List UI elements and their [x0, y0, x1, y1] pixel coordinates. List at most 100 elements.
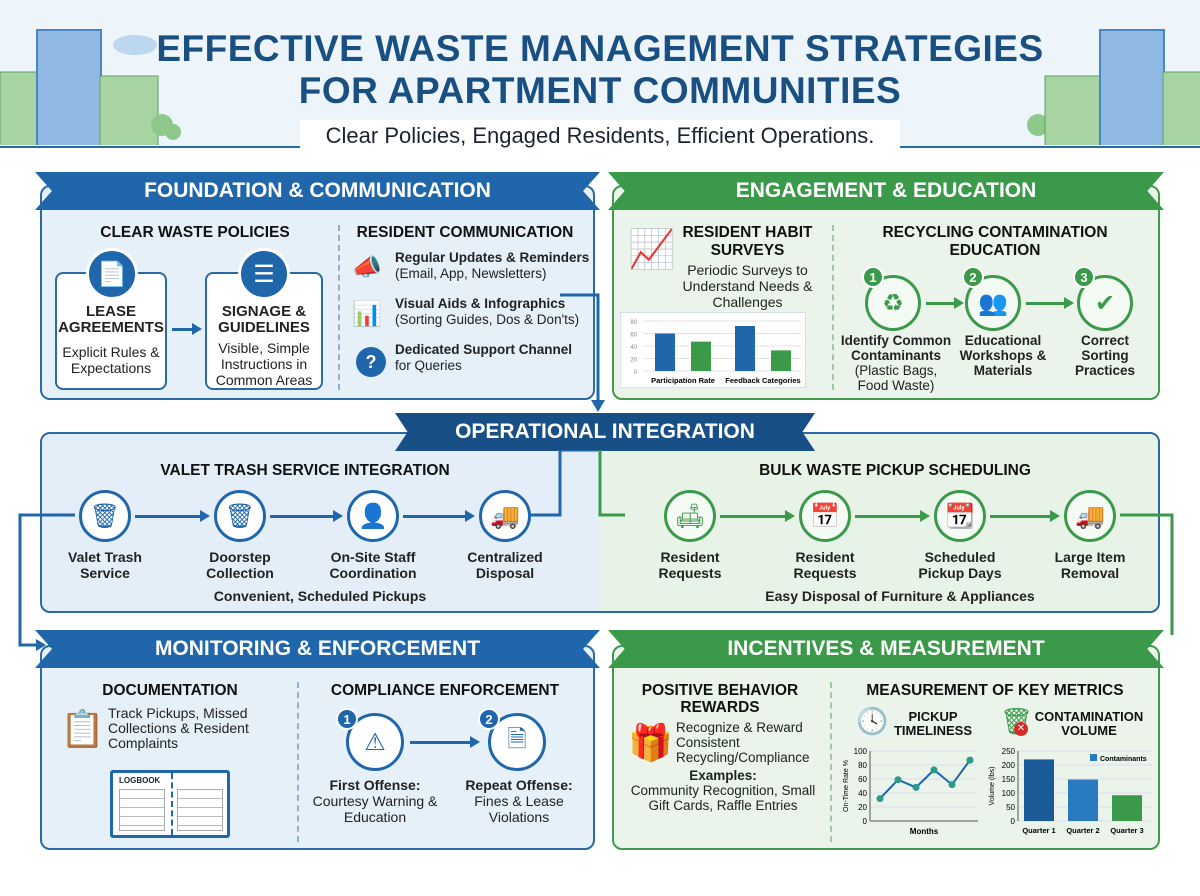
flow-arrow	[1026, 297, 1074, 309]
calendar-icon: 📆	[934, 490, 986, 542]
compliance-step-2: Repeat Offense: Fines & Lease Violations	[450, 777, 588, 825]
step-label: Correct Sorting Practices	[1074, 333, 1136, 378]
bar	[1024, 759, 1054, 821]
data-point	[930, 766, 938, 774]
contamination-volume-heading: CONTAMINATION VOLUME	[1034, 709, 1144, 738]
lease-agreements-card: LEASE AGREEMENTS Explicit Rules & Expect…	[55, 272, 167, 390]
incentives-title: INCENTIVES & MEASUREMENT	[608, 630, 1164, 668]
logbook-label: LOGBOOK	[119, 776, 161, 785]
documentation-desc: Track Pickups, Missed Collections & Resi…	[108, 705, 249, 751]
bulk-step-label: Scheduled Pickup Days	[918, 549, 1002, 581]
clock-icon: 🕓	[856, 706, 889, 736]
series-line	[879, 759, 971, 800]
compliance-step-desc: Courtesy Warning & Education	[312, 793, 438, 825]
compliance-heading: COMPLIANCE ENFORCEMENT	[330, 682, 560, 699]
y-tick-label: 40	[858, 789, 867, 798]
step-number: 2	[478, 708, 500, 730]
y-tick-label: 0	[634, 370, 638, 376]
metrics-heading: MEASUREMENT OF KEY METRICS	[866, 682, 1124, 699]
step-number: 2	[962, 266, 984, 288]
bar	[655, 333, 675, 371]
valet-step-label: Valet Trash Service	[68, 549, 142, 581]
timeliness-heading: PICKUP TIMELINESS	[893, 709, 972, 738]
comm-item-2: Visual Aids & Infographics(Sorting Guide…	[395, 296, 593, 328]
flow-arrow	[926, 297, 964, 309]
y-tick-label: 100	[1002, 789, 1016, 798]
megaphone-icon: 📣	[352, 254, 382, 281]
y-tick-label: 60	[858, 775, 867, 784]
flow-arrow	[855, 510, 930, 522]
monitoring-title: MONITORING & ENFORCEMENT	[35, 630, 600, 668]
rewards-block: Recognize & Reward Consistent Recycling/…	[620, 720, 826, 813]
document-icon: 📄	[86, 248, 138, 300]
valet-step-label: Doorstep Collection	[206, 549, 274, 581]
y-tick-label: 100	[854, 747, 868, 756]
y-tick-label: 200	[1002, 761, 1016, 770]
step-desc: (Plastic Bags, Food Waste)	[854, 363, 938, 393]
logbook-spine	[171, 773, 173, 835]
doorstep-bin-icon: 🗑	[214, 490, 266, 542]
valet-step-label: On-Site Staff Coordination	[329, 549, 417, 581]
legend-label: Contaminants	[1100, 756, 1147, 763]
sign-icon: ☰	[238, 248, 290, 300]
logbook-table	[177, 789, 223, 831]
connector-arrow	[560, 293, 605, 412]
trash-bin-icon: 🗑	[79, 490, 131, 542]
valet-step-label: Centralized Disposal	[467, 549, 543, 581]
sofa-icon: 🛋	[664, 490, 716, 542]
flow-arrow	[990, 510, 1060, 522]
calendar-clock-icon: 📅	[799, 490, 851, 542]
logbook-table	[119, 789, 165, 831]
bar	[1112, 795, 1142, 821]
x-axis-label: Months	[910, 827, 939, 836]
buildings-right-illustration	[1027, 29, 1200, 145]
logbook-illustration: LOGBOOK	[110, 770, 230, 838]
y-tick-label: 250	[1002, 747, 1016, 756]
divider	[297, 682, 299, 842]
bar	[1068, 779, 1098, 821]
step-label: Educational Workshops & Materials	[959, 333, 1047, 378]
bulk-footer: Easy Disposal of Furniture & Appliances	[720, 588, 1080, 604]
step-number: 1	[336, 708, 358, 730]
flow-arrow	[270, 510, 343, 522]
x-badge-icon: ✕	[1014, 722, 1028, 736]
comm-item-title: Visual Aids & Infographics	[395, 296, 566, 311]
compliance-step-title: Repeat Offense:	[465, 777, 573, 793]
presentation-icon: 📊	[352, 301, 382, 328]
y-tick-label: 80	[630, 320, 637, 326]
step-number: 3	[1073, 266, 1095, 288]
x-category-label: Feedback Categories	[725, 376, 800, 385]
divider	[830, 682, 832, 842]
divider	[338, 225, 340, 390]
clipboard-checklist-icon: 📋	[60, 708, 105, 749]
y-tick-label: 0	[863, 817, 868, 826]
question-icon: ?	[356, 347, 386, 377]
surveys-heading: RESIDENT HABIT SURVEYS	[682, 224, 813, 259]
contamination-step-1: Identify Common Contaminants (Plastic Ba…	[838, 333, 954, 393]
compliance-step-desc: Fines & Lease Violations	[474, 793, 564, 825]
y-tick-label: 80	[858, 761, 867, 770]
truck-icon: 🚚	[479, 490, 531, 542]
surveys-desc: Periodic Surveys to Understand Needs & C…	[682, 262, 813, 310]
engagement-title: ENGAGEMENT & EDUCATION	[608, 172, 1164, 210]
rewards-examples: Community Recognition, Small Gift Cards,…	[630, 783, 816, 813]
header-banner: EFFECTIVE WASTE MANAGEMENT STRATEGIES FO…	[0, 0, 1200, 152]
clear-waste-policies-heading: CLEAR WASTE POLICIES	[100, 224, 290, 241]
comm-item-desc: (Email, App, Newsletters)	[395, 266, 547, 281]
gift-icon: 🎁	[628, 722, 673, 763]
truck-icon: 🚚	[1064, 490, 1116, 542]
survey-chart-icon: 📈	[628, 229, 676, 271]
documentation-heading: DOCUMENTATION	[102, 682, 238, 699]
lease-title: LEASE AGREEMENTS	[58, 303, 164, 336]
x-category-label: Quarter 3	[1110, 826, 1143, 835]
recycle-bin-icon: ♻	[865, 275, 921, 331]
y-axis-label: On-Time Rate %	[843, 760, 850, 812]
resident-communication-heading: RESIDENT COMMUNICATION	[356, 224, 574, 241]
bar	[735, 326, 755, 371]
y-tick-label: 60	[630, 333, 637, 339]
operational-title: OPERATIONAL INTEGRATION	[395, 413, 815, 451]
signage-title: SIGNAGE & GUIDELINES	[218, 303, 310, 336]
data-point	[966, 756, 974, 764]
